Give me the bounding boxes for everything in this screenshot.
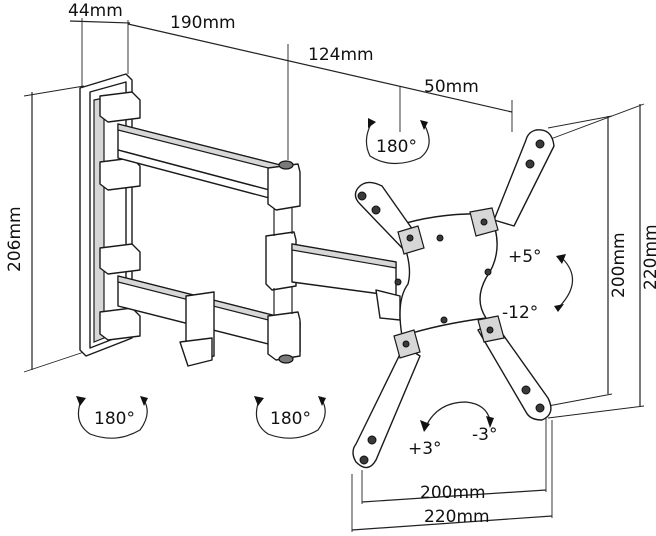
rotate-pos-label: +3° xyxy=(408,439,442,459)
depth-44-label: 44mm xyxy=(68,1,123,21)
vesa-v-220-label: 220mm xyxy=(641,224,656,290)
tilt-up-label: +5° xyxy=(508,247,542,267)
swivel-top-label: 180° xyxy=(376,137,417,157)
rotation-labels: 180° 180° 180° +5° -12° +3° -3° xyxy=(94,137,542,459)
rotation-arrows xyxy=(76,118,574,439)
vesa-bracket xyxy=(352,129,555,469)
tilt-down-label: -12° xyxy=(502,303,538,323)
offset-50-label: 50mm xyxy=(424,77,479,97)
dimension-lines xyxy=(23,18,645,532)
lower-arm xyxy=(99,243,301,367)
swivel-wall-label: 180° xyxy=(94,409,135,429)
rotate-neg-label: -3° xyxy=(472,425,497,445)
height-206-label: 206mm xyxy=(5,206,25,272)
arm-124-label: 124mm xyxy=(308,45,374,65)
elbow-arm xyxy=(265,208,401,321)
vesa-h-220-label: 220mm xyxy=(424,507,490,527)
upper-arm xyxy=(99,91,301,211)
vesa-v-200-label: 200mm xyxy=(609,232,629,298)
swivel-elbow-label: 180° xyxy=(270,409,311,429)
vesa-h-200-label: 200mm xyxy=(420,483,486,503)
arm-190-label: 190mm xyxy=(170,13,236,33)
dimension-labels: 44mm 190mm 124mm 50mm 206mm 200mm 220mm … xyxy=(5,1,656,527)
